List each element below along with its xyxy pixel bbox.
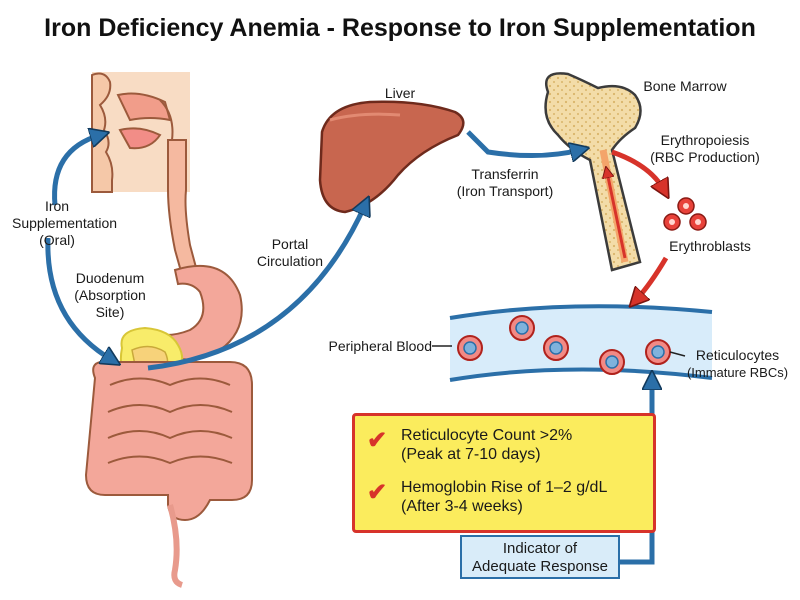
reticulocyte-cell [543, 335, 569, 361]
label-bone-marrow: Bone Marrow [643, 78, 727, 94]
indicator-line: Indicator of [502, 540, 578, 557]
pointer-lines [432, 345, 686, 357]
label-line: Supplementation [12, 215, 118, 231]
erythropoiesis-arrow [611, 149, 664, 190]
liver-illustration [318, 100, 465, 214]
label-portal-circulation: Portal Circulation [250, 236, 330, 270]
page-title: Iron Deficiency Anemia - Response to Iro… [44, 14, 756, 42]
esophagus-illustration [167, 139, 200, 276]
reticulocyte-cell [645, 339, 671, 365]
response-line: Hemoglobin Rise of 1–2 g/dL [401, 479, 608, 496]
label-erythropoiesis: Erythropoiesis (RBC Production) [640, 132, 770, 166]
label-line: (Iron Transport) [456, 183, 554, 199]
label-line: Transferrin [471, 166, 539, 182]
duodenum-arrow [45, 237, 112, 360]
blood-vessel-illustration [449, 304, 713, 382]
label-peripheral-blood: Peripheral Blood [328, 338, 432, 354]
response-line: (After 3-4 weeks) [401, 498, 523, 515]
label-liver: Liver [384, 85, 416, 101]
reticulocyte-cells [457, 315, 671, 375]
portal-circulation-arrow [147, 205, 365, 371]
label-line: (Immature RBCs) [686, 365, 789, 380]
label-line: Erythropoiesis [660, 132, 750, 148]
check-icon: ✔ [367, 479, 388, 506]
label-line: Site) [95, 304, 125, 320]
mouth-arrow [52, 135, 100, 206]
transferrin-arrow [466, 130, 580, 156]
label-line: Duodenum [75, 270, 145, 286]
head-illustration [91, 72, 190, 193]
response-line: (Peak at 7-10 days) [401, 446, 541, 463]
label-reticulocytes: Reticulocytes (Immature RBCs) [680, 347, 795, 381]
label-line: (RBC Production) [650, 149, 760, 165]
response-line: Reticulocyte Count >2% [401, 427, 573, 444]
label-line: Reticulocytes [695, 347, 780, 363]
reticulocyte-cell [599, 349, 625, 375]
response-box: ✔ Reticulocyte Count >2% (Peak at 7-10 d… [352, 413, 656, 533]
label-duodenum: Duodenum (Absorption Site) [65, 270, 155, 321]
marrow-internal-arrow [607, 172, 627, 259]
erythroblast-to-blood-arrow [636, 256, 669, 300]
check-icon: ✔ [367, 427, 388, 454]
indicator-line: Adequate Response [472, 558, 608, 575]
label-line: Portal [271, 236, 309, 252]
intestines-illustration [84, 360, 253, 588]
label-line: Iron [44, 198, 70, 214]
label-line: Circulation [256, 253, 324, 269]
label-erythroblasts: Erythroblasts [669, 238, 751, 254]
erythroblast-cell [663, 213, 681, 231]
erythroblast-cells [663, 197, 707, 231]
indicator-box: Indicator of Adequate Response [460, 535, 620, 579]
erythroblast-cell [677, 197, 695, 215]
reticulocyte-cell [457, 335, 483, 361]
label-line: (Absorption [74, 287, 146, 303]
label-line: (Oral) [39, 232, 75, 248]
reticulocyte-cell [509, 315, 535, 341]
rbc-arrows [607, 149, 669, 300]
erythroblast-cell [689, 213, 707, 231]
response-item-reticulocyte: Reticulocyte Count >2% (Peak at 7-10 day… [401, 426, 572, 464]
label-transferrin: Transferrin (Iron Transport) [440, 166, 570, 200]
response-item-hemoglobin: Hemoglobin Rise of 1–2 g/dL (After 3-4 w… [401, 478, 607, 516]
label-iron-supplementation: Iron Supplementation (Oral) [12, 198, 118, 249]
